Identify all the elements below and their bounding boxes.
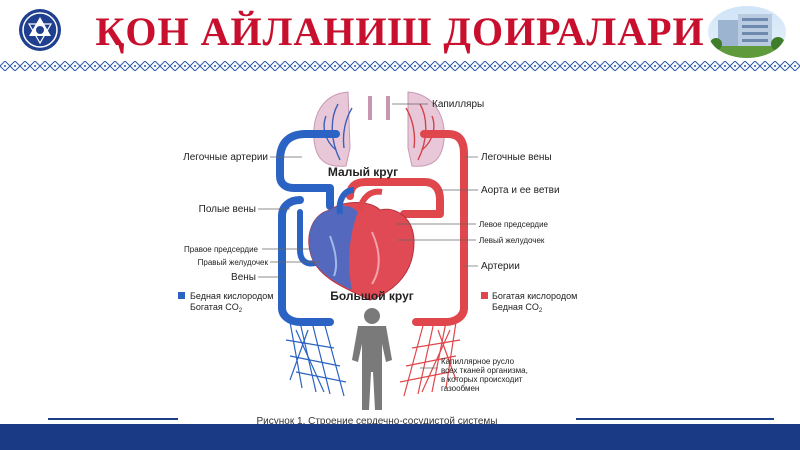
label-arteries: Артерии	[481, 261, 520, 272]
label-capillaries: Капилляры	[432, 99, 484, 110]
lungs-illustration	[313, 91, 445, 167]
svg-text:Богатая CO2: Богатая CO2	[190, 302, 243, 314]
label-aorta: Аорта и ее ветви	[481, 185, 560, 196]
label-capillary-bed-3: в которых происходит	[441, 375, 523, 384]
circulation-diagram: Малый круг Большой круг Капилляры Легочн…	[178, 91, 577, 410]
svg-text:Бедная CO2: Бедная CO2	[492, 302, 543, 314]
legend-red-line1: Богатая кислородом	[492, 291, 577, 301]
building-photo	[708, 6, 786, 58]
label-left-ventricle: Левый желудочек	[479, 236, 545, 245]
legend-blue-line2: Богатая CO	[190, 302, 239, 312]
label-capillary-bed-4: газообмен	[441, 384, 479, 393]
legend-blue-swatch	[178, 292, 185, 299]
university-logo	[19, 9, 61, 51]
label-pulmonary-veins: Легочные вены	[481, 152, 552, 163]
legend-oxygenated: Богатая кислородом Бедная CO2	[481, 291, 577, 314]
legend-deoxygenated: Бедная кислородом Богатая CO2	[178, 291, 273, 314]
label-vena-cava: Полые вены	[199, 204, 256, 215]
small-circle-label: Малый круг	[328, 165, 398, 179]
human-silhouette	[352, 308, 392, 410]
label-veins: Вены	[231, 272, 256, 283]
legend-blue-subscript: 2	[239, 308, 243, 314]
legend-red-subscript: 2	[539, 308, 543, 314]
ornament-divider	[0, 61, 800, 71]
legend-blue-line1: Бедная кислородом	[190, 291, 273, 301]
label-right-ventricle: Правый желудочек	[198, 258, 269, 267]
label-right-atrium: Правое предсердие	[184, 245, 259, 254]
label-capillary-bed-1: Капиллярное русло	[441, 357, 515, 366]
big-circle-label: Большой круг	[330, 289, 414, 303]
label-capillary-bed-2: всех тканей организма,	[441, 366, 528, 375]
heart-illustration	[308, 187, 415, 301]
legend-red-swatch	[481, 292, 488, 299]
capillary-network	[285, 321, 461, 397]
legend-red-line2: Бедная CO	[492, 302, 539, 312]
label-pulmonary-arteries: Легочные артерии	[183, 152, 268, 163]
footer-bar	[0, 424, 800, 450]
figure-caption: Рисунок 1. Строение сердечно-сосудистой …	[256, 416, 498, 427]
slide-title: ҚОН АЙЛАНИШ ДОИРАЛАРИ	[95, 9, 705, 54]
label-left-atrium: Левое предсердие	[479, 220, 549, 229]
